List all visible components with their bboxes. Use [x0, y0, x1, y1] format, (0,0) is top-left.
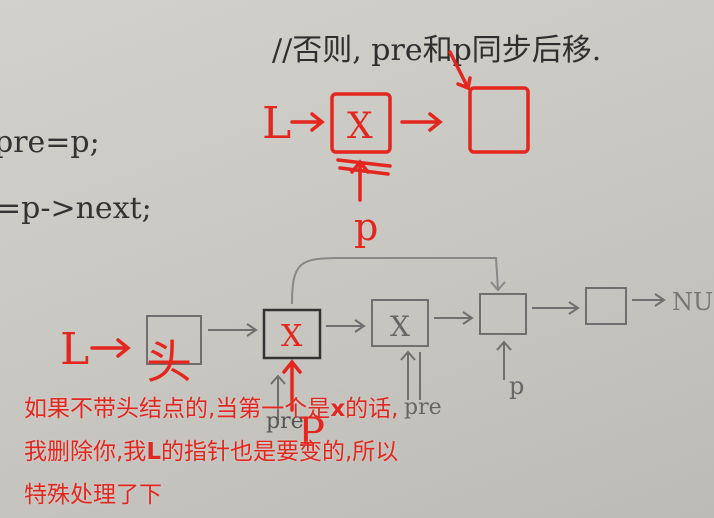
- top-head-label: L: [262, 98, 291, 149]
- bottom-node-4-box: [479, 293, 527, 335]
- bottom-node-1-box: [146, 315, 202, 365]
- bottom-arrow-5: [632, 293, 666, 307]
- bottom-node-5-box: [585, 287, 627, 325]
- bottom-p-arrow: [400, 350, 421, 400]
- subtitle-line-3-text: 特殊处理了下: [24, 482, 162, 508]
- bottom-node-2-box: [262, 308, 322, 360]
- bottom-tail-label: NU: [672, 288, 713, 316]
- subtitle-line-1-text-a: 如果不带头结点的,当第一个是: [24, 396, 331, 422]
- subtitle-line-3: 特殊处理了下: [24, 479, 664, 512]
- bottom-arrow-2: [326, 319, 366, 333]
- bottom-pointer-pre-label: pre: [266, 409, 304, 434]
- bottom-red-marks: L: [60, 324, 302, 412]
- bottom-pointer-pre-label-2: pre: [404, 395, 442, 420]
- bottom-node-1-value: 头: [146, 335, 192, 389]
- bottom-head-arrow: [90, 338, 131, 358]
- bottom-skip-arrow: [291, 257, 506, 305]
- top-next-box: [468, 86, 530, 154]
- bottom-arrow-3: [434, 311, 474, 325]
- bottom-red-p-arrow: [282, 359, 302, 412]
- top-next-arrow: [400, 112, 443, 132]
- subtitle-line-2: 我删除你,我L的指针也是要变的,所以: [24, 436, 664, 469]
- top-pre-arrow: [448, 50, 472, 91]
- top-node-value: X: [347, 106, 373, 147]
- top-p-arrow: [350, 159, 370, 202]
- bottom-pre-arrow: [270, 374, 286, 420]
- top-head-arrow: [290, 112, 325, 132]
- subtitle-line-1-text-b: 的话,: [345, 396, 399, 422]
- bottom-pointer-p-label: P: [298, 410, 325, 456]
- bottom-p-arrow-2: [496, 340, 512, 380]
- subtitle-line-1: 如果不带头结点的,当第一个是x的话,: [24, 393, 664, 426]
- top-diagram: L X p: [262, 50, 530, 249]
- bottom-arrow-1: [208, 323, 258, 337]
- bottom-node-3-box: [371, 299, 429, 347]
- subtitle-line-1-bold: x: [330, 396, 346, 422]
- code-line-1: pre=p;: [0, 125, 100, 160]
- bottom-node-2-value: X: [281, 319, 303, 354]
- bottom-diagram: [146, 257, 666, 420]
- bottom-head-label: L: [60, 324, 89, 375]
- code-line-2: =p->next;: [0, 191, 152, 226]
- top-cross-marks: [336, 158, 392, 176]
- subtitle-line-2-bold: L: [146, 439, 161, 465]
- top-pointer-label: p: [354, 205, 378, 249]
- bottom-arrow-4: [532, 301, 580, 315]
- bottom-node-3-value: X: [390, 310, 410, 343]
- subtitle-line-2-text-a: 我删除你,我: [24, 439, 147, 465]
- bottom-pointer-p-label-2: p: [509, 372, 524, 400]
- top-node-box: [330, 92, 392, 154]
- comment-line: //否则, pre和p同步后移.: [272, 33, 601, 68]
- subtitle-line-2-text-b: 的指针也是要变的,所以: [160, 439, 399, 465]
